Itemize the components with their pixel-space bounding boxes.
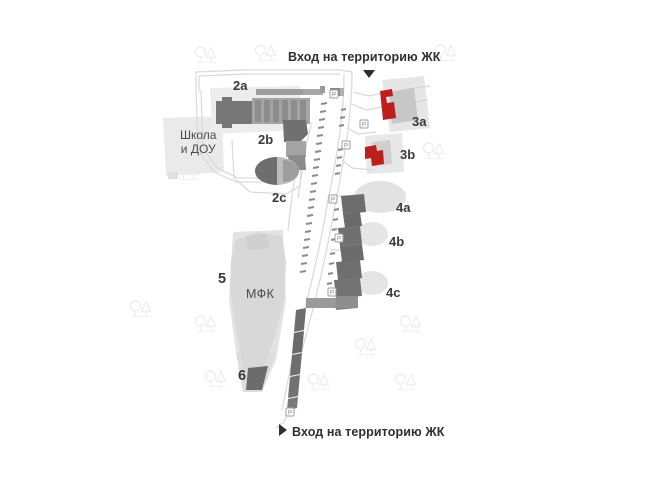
- building-south-strip[interactable]: [287, 308, 306, 410]
- building-3a-shape[interactable]: [380, 88, 418, 124]
- building-3b-shape[interactable]: [365, 140, 392, 166]
- triangle-down-icon: [363, 70, 375, 78]
- building-4a-shape[interactable]: [341, 194, 366, 228]
- building-6-shape[interactable]: [246, 366, 268, 390]
- triangle-right-icon: [279, 424, 287, 436]
- building-3a-highlight: [380, 89, 396, 120]
- misc-structures: [168, 86, 358, 308]
- building-4b-shape[interactable]: [338, 226, 364, 262]
- building-2a-shape[interactable]: [216, 88, 344, 128]
- building-5-mfk-shape[interactable]: [230, 232, 286, 370]
- parking-hatch-rows: [299, 101, 347, 286]
- building-2c-shape[interactable]: [255, 157, 299, 185]
- building-3b-highlight: [365, 145, 384, 166]
